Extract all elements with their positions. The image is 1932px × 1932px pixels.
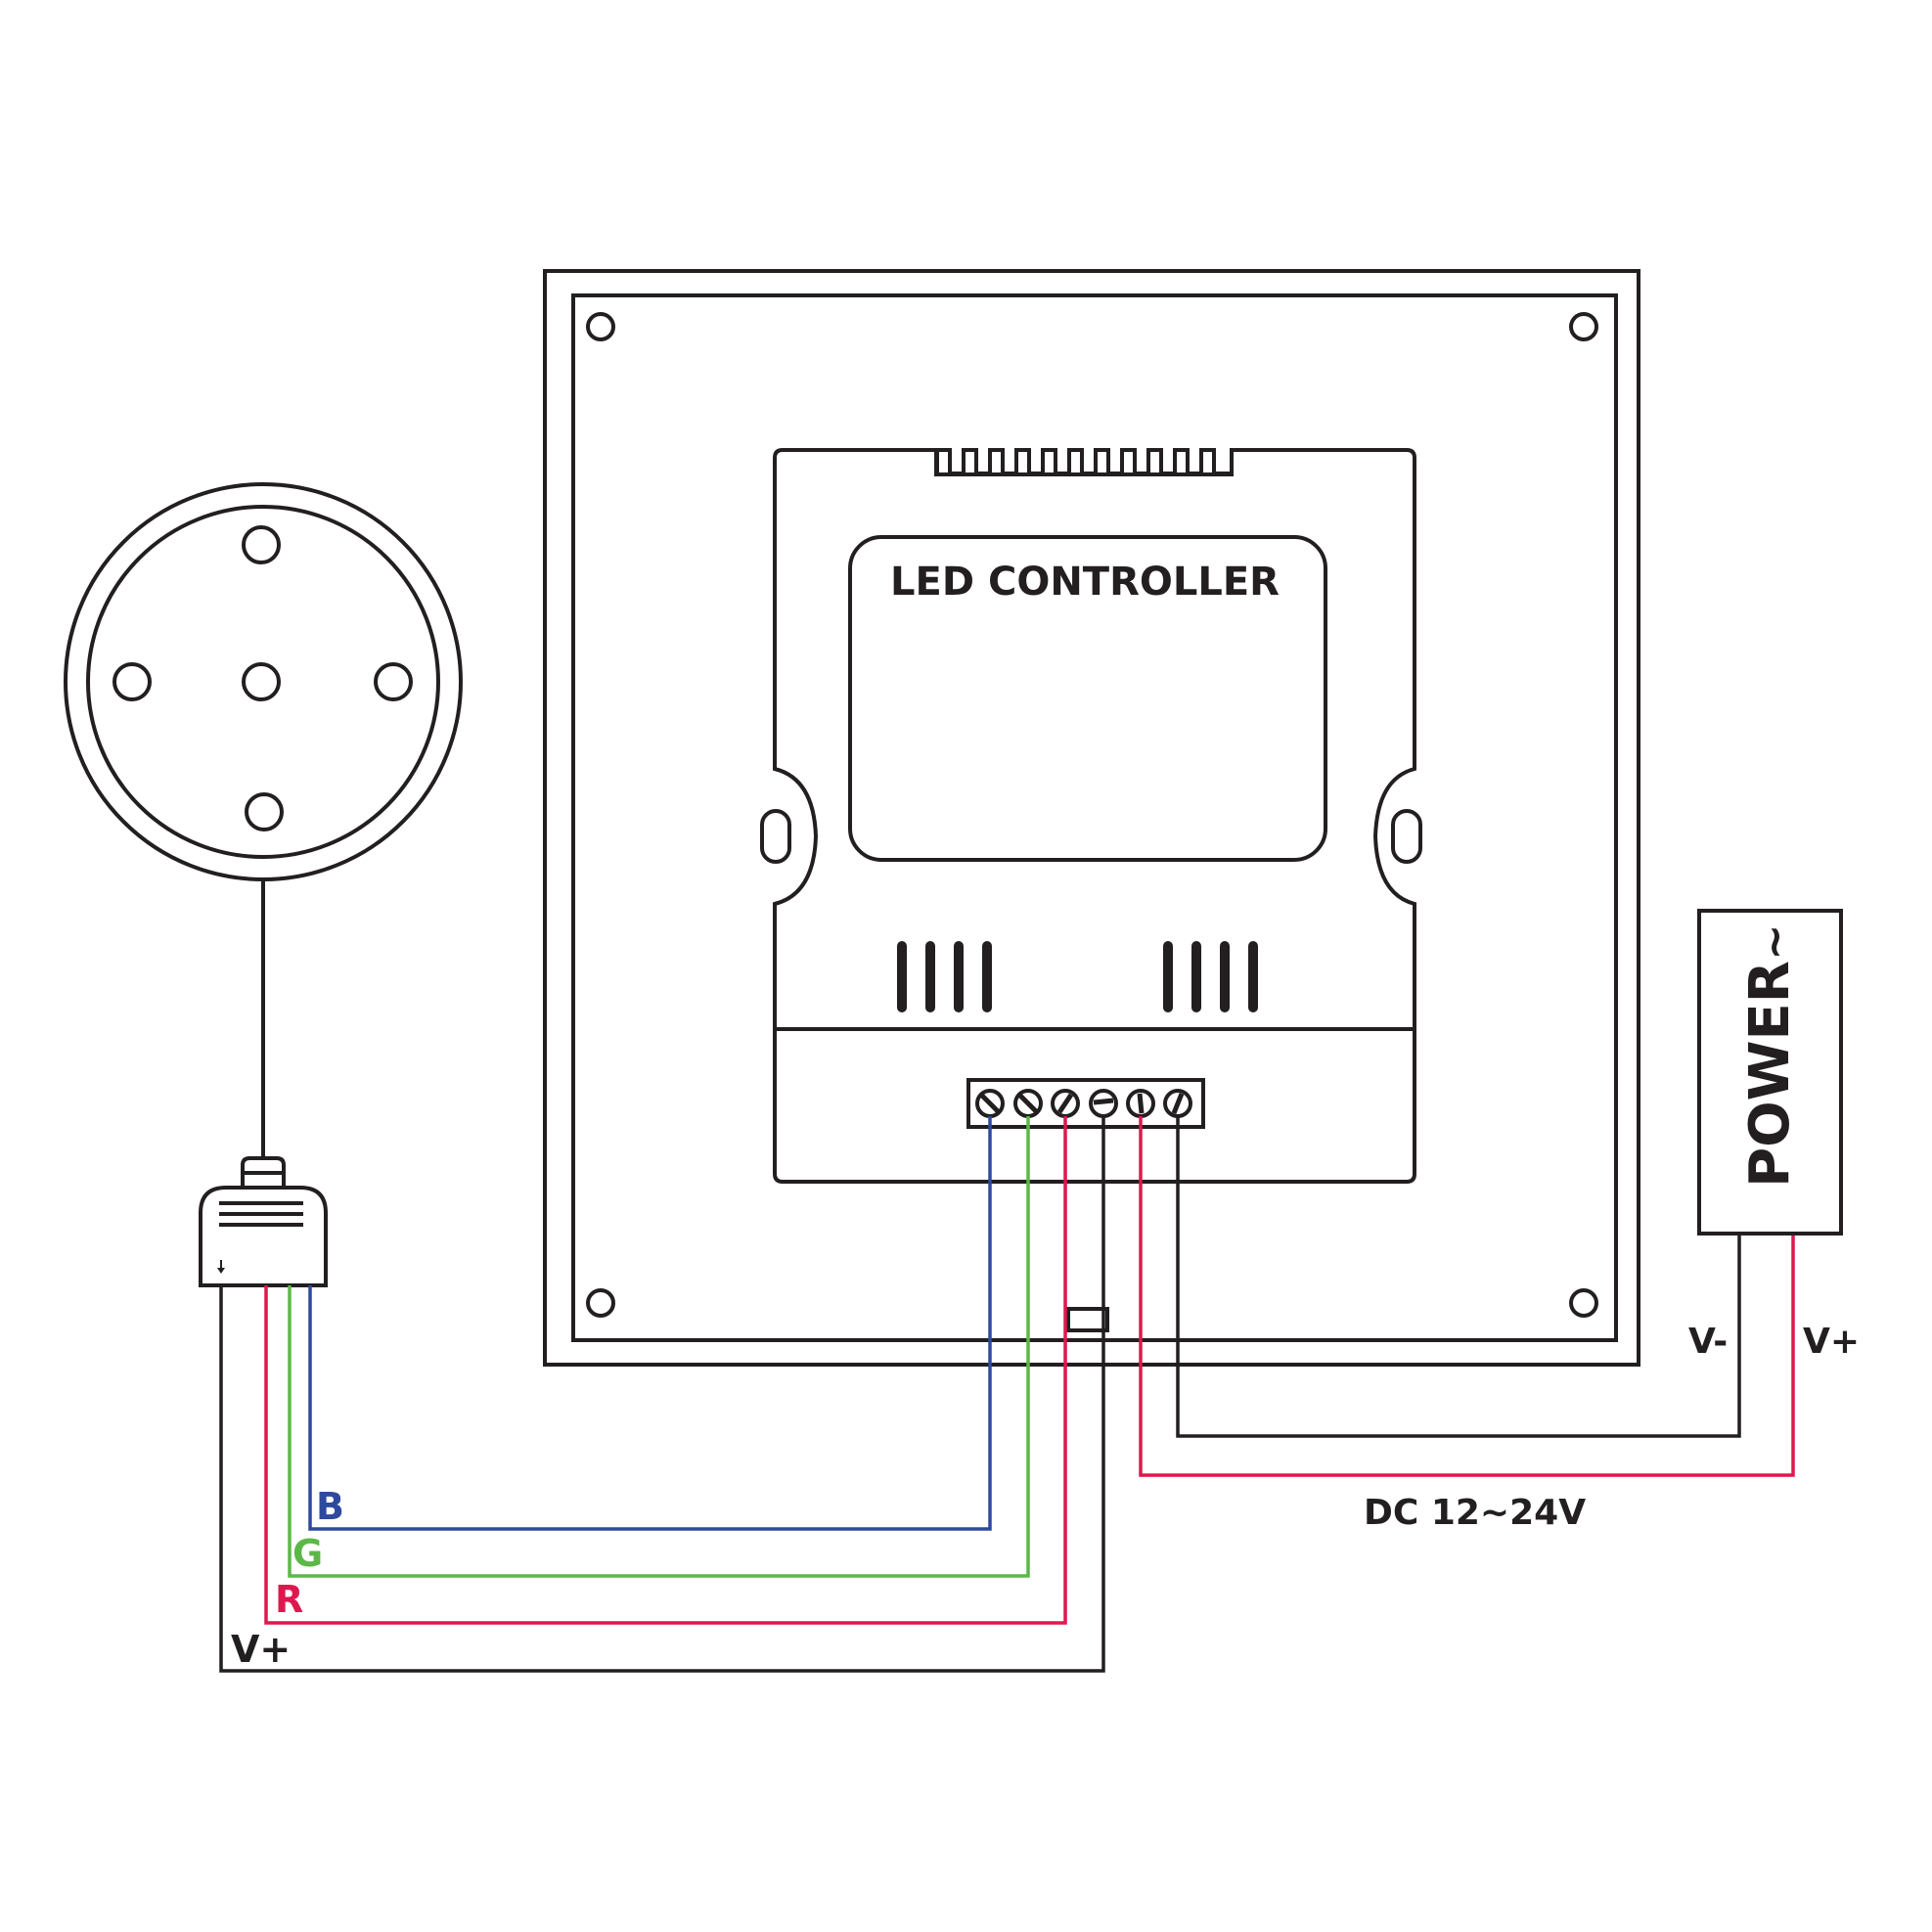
lamp-led-icon: [112, 662, 152, 701]
panel-screw-icon: [1569, 1288, 1598, 1318]
label-wire-g: G: [292, 1532, 323, 1575]
power-label: POWER: [1738, 961, 1802, 1188]
power-ac-symbol: ~: [1750, 924, 1800, 961]
power-supply: POWER ~: [1697, 909, 1843, 1236]
vent-slots-left: [897, 941, 992, 1012]
lamp-led-icon: [374, 662, 413, 701]
terminal-screw-icon: [1051, 1089, 1080, 1118]
power-supply-box: [1697, 909, 1843, 1236]
wire-supply-negative: [1176, 1116, 1741, 1438]
wire-green: [288, 1116, 1030, 1578]
terminal-screw-icon: [1013, 1089, 1043, 1118]
label-supply-voltage: DC 12~24V: [1364, 1493, 1586, 1533]
terminal-screw-icon: [975, 1089, 1005, 1118]
terminal-screw-icon: [1126, 1089, 1155, 1118]
label-wire-b: B: [316, 1485, 344, 1528]
vent-slots-right: [1163, 941, 1258, 1012]
label-power-negative: V-: [1688, 1322, 1728, 1362]
wire-vplus: [219, 1116, 1105, 1673]
lamp-led-icon: [245, 792, 284, 831]
panel-outer-frame: [543, 269, 1640, 1367]
lamp-led-icon: [242, 525, 281, 564]
wire-blue: [308, 1116, 992, 1531]
wire-red: [264, 1116, 1067, 1625]
lamp-inner-ring: [86, 505, 440, 859]
label-power-positive: V+: [1803, 1322, 1860, 1362]
label-wire-r: R: [275, 1578, 303, 1621]
led-lamp: [64, 482, 463, 1160]
cable-grommet: [1066, 1307, 1109, 1332]
panel-inner-frame: [571, 293, 1618, 1342]
terminal-screw-icon: [1163, 1089, 1192, 1118]
controller-panel: LED CONTROLLER: [543, 269, 1640, 1367]
terminal-block: [966, 1078, 1205, 1129]
label-wire-vplus: V+: [231, 1628, 291, 1671]
panel-screw-icon: [1569, 312, 1598, 341]
controller-title: LED CONTROLLER: [890, 560, 1280, 605]
mounting-slot-icon: [760, 809, 791, 864]
lamp-outer-ring: [64, 482, 463, 881]
connector-body: [199, 1186, 328, 1287]
lamp-led-icon: [242, 662, 281, 701]
arrow-down-icon: [217, 1260, 225, 1274]
connector-neck: [241, 1156, 286, 1187]
panel-screw-icon: [586, 1288, 615, 1318]
terminal-screw-icon: [1089, 1089, 1118, 1118]
rgb-connector: [199, 1156, 328, 1287]
controller-label-plate: [848, 535, 1327, 862]
module-top-connector-teeth: [935, 448, 1231, 475]
wire-supply-positive: [1139, 1116, 1795, 1477]
mounting-slot-icon: [1391, 809, 1422, 864]
controller-module-body: [773, 448, 1416, 1184]
panel-screw-icon: [586, 312, 615, 341]
